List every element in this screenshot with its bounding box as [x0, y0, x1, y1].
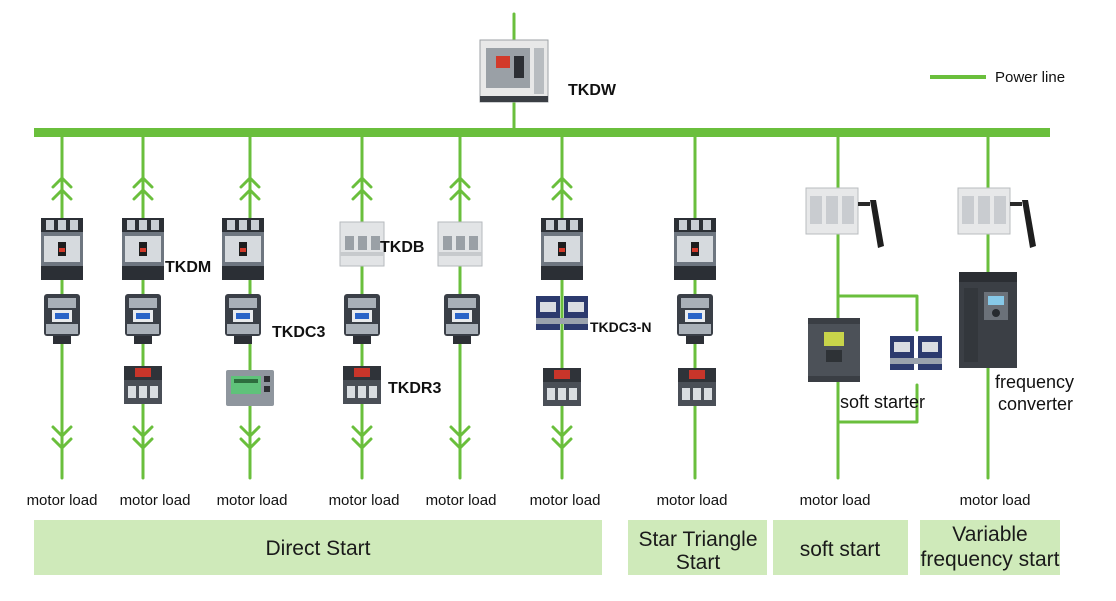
category-bands: [34, 520, 1060, 575]
up-arrow-icon-6b: [551, 188, 573, 201]
motor-load-label-5: motor load: [426, 492, 497, 509]
overload-relay-6: [543, 368, 581, 406]
up-arrow-icon-1b: [51, 188, 73, 201]
up-arrow-icon-6a: [551, 176, 573, 189]
band-variable-frequency: [920, 520, 1060, 575]
soft-starter-device: [808, 318, 860, 382]
motor-load-label-9: motor load: [960, 492, 1031, 509]
motor-load-label-4: motor load: [329, 492, 400, 509]
label-soft-starter: soft starter: [840, 392, 925, 412]
down-arrow-icon-6b: [551, 437, 573, 450]
band-star-triangle: [628, 520, 767, 575]
label-converter: converter: [998, 394, 1073, 414]
label-tkdc3-n: TKDC3-N: [590, 319, 651, 335]
motor-load-label-3: motor load: [217, 492, 288, 509]
band-soft-label: soft start: [800, 538, 881, 561]
motor-load-label-6: motor load: [530, 492, 601, 509]
overload-relay-4: [343, 366, 381, 404]
band-star-label-2: Start: [676, 551, 721, 574]
main-air-circuit-breaker: [479, 39, 549, 103]
up-arrow-icon-2b: [132, 188, 154, 201]
band-direct-start: [34, 520, 602, 575]
circuit-breaker-7: [674, 218, 716, 280]
soft-starter-bypass-upper: [836, 294, 919, 332]
down-arrow-icon-3a: [239, 425, 261, 438]
motor-load-label-8: motor load: [800, 492, 871, 509]
band-star-label-1: Star Triangle: [638, 528, 757, 551]
main-bus-bar: [34, 128, 1050, 137]
motor-load-label-7: motor load: [657, 492, 728, 509]
down-arrow-icon-1b: [51, 437, 73, 450]
circuit-breaker-6: [541, 218, 583, 280]
frequency-converter-device: [959, 272, 1017, 368]
down-arrow-icon-4b: [351, 437, 373, 450]
circuit-breaker-2: [122, 218, 164, 280]
up-arrow-icon-4a: [351, 176, 373, 189]
motor-load-label-1: motor load: [27, 492, 98, 509]
label-tkdc3: TKDC3: [272, 324, 325, 341]
contactor-4: [344, 294, 380, 344]
overload-relay-7: [678, 368, 716, 406]
down-arrow-icon-1a: [51, 425, 73, 438]
miniature-breaker-4: [339, 221, 385, 267]
down-arrow-icon-3b: [239, 437, 261, 450]
circuit-breaker-3: [222, 218, 264, 280]
fuse-switch-8: [805, 187, 885, 249]
main-breaker-label: TKDW: [568, 82, 617, 99]
label-frequency: frequency: [995, 372, 1074, 392]
up-arrow-icon-5a: [449, 176, 471, 189]
down-arrow-icon-5b: [449, 437, 471, 450]
contactor-3: [225, 294, 261, 344]
label-tkdm: TKDM: [165, 259, 211, 276]
motor-protector-3: [226, 370, 274, 406]
bypass-contactor-8: [890, 336, 942, 370]
fuse-switch-9: [957, 187, 1037, 249]
soft-starter-bypass-lower: [836, 383, 919, 424]
circuit-breaker-1: [41, 218, 83, 280]
up-arrow-icon-3a: [239, 176, 261, 189]
up-arrow-icon-4b: [351, 188, 373, 201]
label-tkdr3: TKDR3: [388, 380, 441, 397]
contactor-5: [444, 294, 480, 344]
down-arrow-icon-5a: [449, 425, 471, 438]
contactor-2: [125, 294, 161, 344]
up-arrow-icon-3b: [239, 188, 261, 201]
motor-load-labels: motor load motor load motor load motor l…: [27, 492, 1031, 509]
up-arrow-icon-2a: [132, 176, 154, 189]
down-arrow-icon-2a: [132, 425, 154, 438]
down-arrow-icon-4a: [351, 425, 373, 438]
contactor-1: [44, 294, 80, 344]
up-arrow-icon-1a: [51, 176, 73, 189]
band-vf-label-2: frequency start: [921, 548, 1060, 571]
up-arrow-icon-5b: [449, 188, 471, 201]
band-direct-label: Direct Start: [265, 537, 370, 560]
overload-relay-2: [124, 366, 162, 404]
contactor-7: [677, 294, 713, 344]
label-tkdb: TKDB: [380, 239, 424, 256]
legend-label: Power line: [995, 69, 1065, 86]
down-arrow-icon-2b: [132, 437, 154, 450]
miniature-breaker-5: [437, 221, 483, 267]
band-vf-label-1: Variable: [952, 523, 1028, 546]
down-arrow-icon-6a: [551, 425, 573, 438]
motor-load-label-2: motor load: [120, 492, 191, 509]
band-soft-start: [773, 520, 908, 575]
